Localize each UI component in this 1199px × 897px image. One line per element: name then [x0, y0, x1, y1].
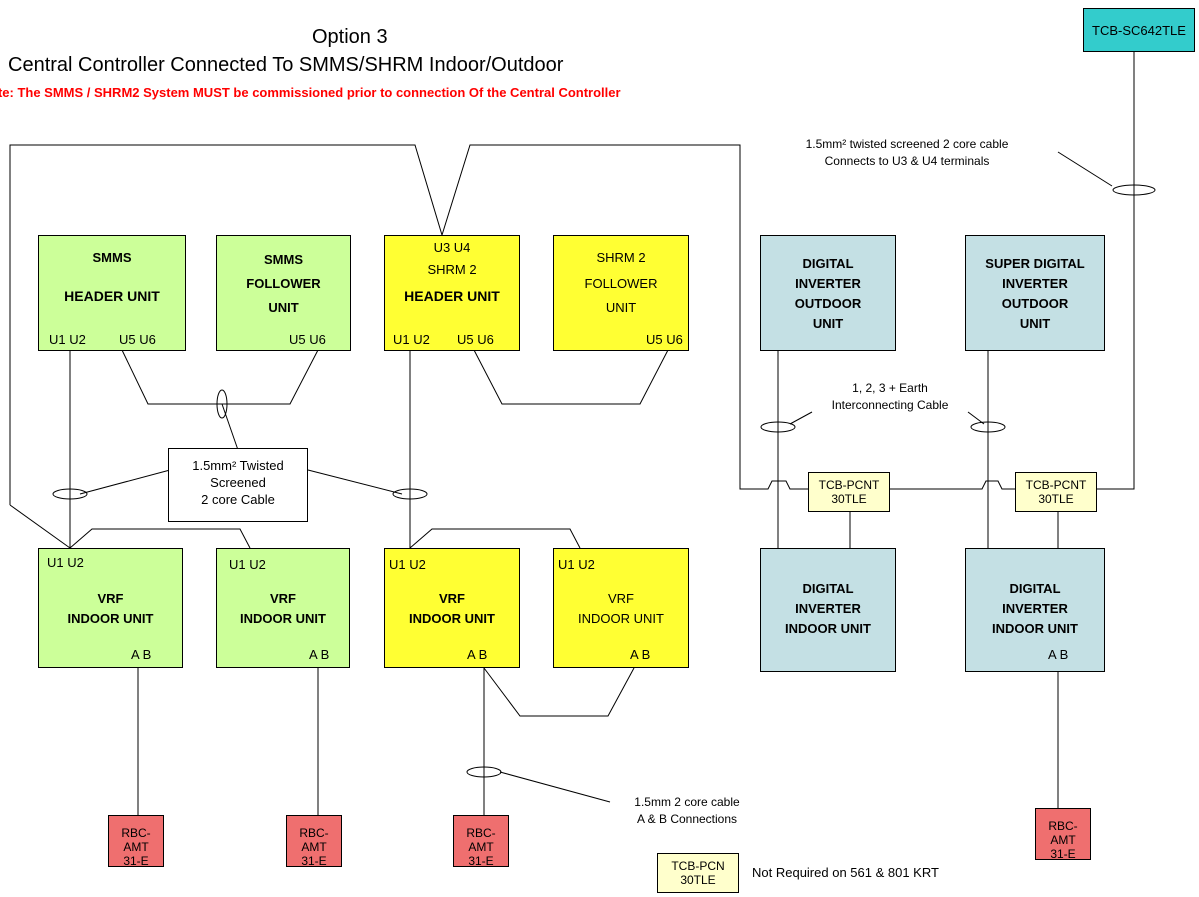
terminal-label: U5 U6: [457, 332, 494, 347]
terminal-label: U1 U2: [49, 332, 86, 347]
vrf-indoor-unit-3: U1 U2 VRF INDOOR UNIT A B: [384, 548, 520, 668]
super-digital-inverter-outdoor-unit: SUPER DIGITAL INVERTER OUTDOOR UNIT: [965, 235, 1105, 351]
cable-marker: [52, 488, 88, 500]
vrf-indoor-unit-1: U1 U2 VRF INDOOR UNIT A B: [38, 548, 183, 668]
bus-wire-to-vrf1: [9, 504, 71, 549]
terminal-label: A B: [467, 647, 488, 662]
terminal-label: U5 U6: [119, 332, 156, 347]
controller-label: TCB-SC642TLE: [1092, 23, 1186, 38]
cable-marker: [466, 766, 502, 778]
label-pointer: [221, 403, 239, 451]
label-pointer: [79, 469, 171, 495]
smms-follower-unit: SMMS FOLLOWER UNIT U5 U6: [216, 235, 351, 351]
cable-marker: [216, 389, 228, 419]
digital-inverter-indoor-unit-1: DIGITAL INVERTER INDOOR UNIT: [760, 548, 896, 672]
commissioning-note: ote: The SMMS / SHRM2 System MUST be com…: [0, 85, 621, 100]
diagram-title: Option 3: [312, 26, 388, 48]
terminal-label: A B: [309, 647, 330, 662]
terminal-label: U1 U2: [393, 332, 430, 347]
wire-vrf3-vrf4: [409, 528, 581, 549]
label-pointer: [499, 771, 611, 803]
cable-marker: [970, 421, 1006, 433]
vrf-indoor-unit-4: U1 U2 VRF INDOOR UNIT A B: [553, 548, 689, 668]
terminal-label: U1 U2: [47, 555, 84, 570]
cable-marker: [1112, 184, 1156, 196]
smms-header-unit: SMMS HEADER UNIT U1 U2 U5 U6: [38, 235, 186, 351]
legend-note: Not Required on 561 & 801 KRT: [752, 865, 939, 880]
shrm2-follower-unit: SHRM 2 FOLLOWER UNIT U5 U6: [553, 235, 689, 351]
terminal-label: A B: [630, 647, 651, 662]
terminal-label: A B: [131, 647, 152, 662]
label-pointer: [1057, 151, 1113, 187]
terminal-label: U5 U6: [646, 332, 683, 347]
terminal-label: U1 U2: [229, 557, 266, 572]
central-controller: TCB-SC642TLE: [1083, 8, 1195, 52]
terminal-label: U1 U2: [389, 557, 426, 572]
vrf-indoor-unit-2: U1 U2 VRF INDOOR UNIT A B: [216, 548, 350, 668]
label-pointer: [789, 411, 813, 425]
wire-smms-u5u6: [121, 349, 319, 405]
terminal-label: U1 U2: [558, 557, 595, 572]
wire-shrm-u5u6: [473, 349, 669, 405]
label-pointer: [307, 469, 403, 495]
wire-vrf1-vrf2: [69, 528, 251, 549]
bus-wire: [9, 32, 1135, 505]
cable-marker: [392, 488, 428, 500]
wire-vrf3-vrf4-ab: [483, 667, 635, 717]
digital-inverter-outdoor-unit: DIGITAL INVERTER OUTDOOR UNIT: [760, 235, 896, 351]
terminal-label: U5 U6: [289, 332, 326, 347]
cable-marker: [760, 421, 796, 433]
terminal-label: A B: [1048, 647, 1069, 662]
shrm2-header-unit: U3 U4 SHRM 2 HEADER UNIT U1 U2 U5 U6: [384, 235, 520, 351]
digital-inverter-indoor-unit-2: DIGITAL INVERTER INDOOR UNIT A B: [965, 548, 1105, 672]
